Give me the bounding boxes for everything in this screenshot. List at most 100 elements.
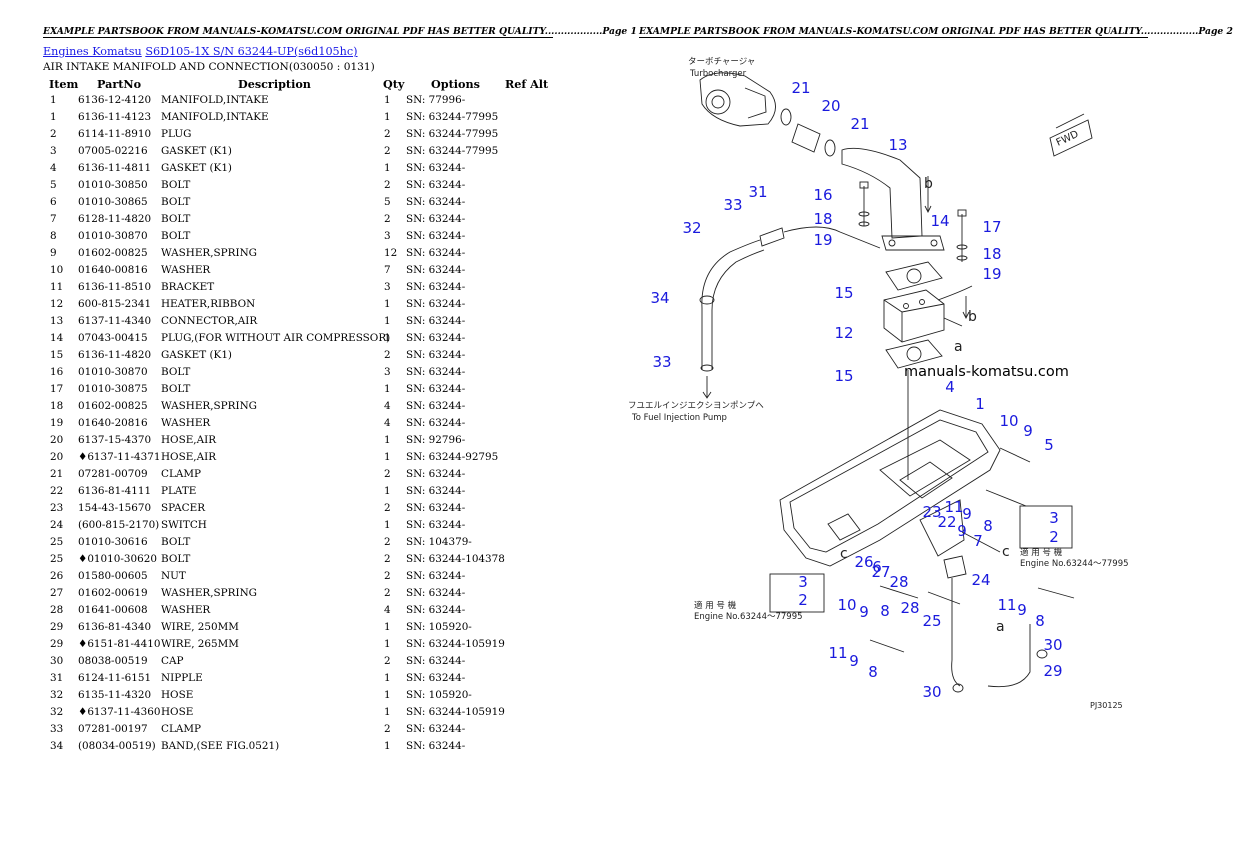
description-cell: BOLT	[161, 365, 191, 378]
partno-cell: 01602-00825	[78, 246, 148, 259]
callout-number: 33	[652, 353, 671, 371]
qty-cell: 1	[384, 484, 391, 497]
callout-number: 30	[922, 683, 941, 701]
qty-cell: 1	[384, 688, 391, 701]
description-cell: HOSE	[161, 705, 194, 718]
qty-cell: 1	[384, 450, 391, 463]
description-cell: PLUG,(FOR WITHOUT AIR COMPRESSOR)	[161, 331, 391, 344]
partno-cell: 01602-00825	[78, 399, 148, 412]
engine-range-label-jp: 適 用 号 機	[694, 600, 737, 611]
partno-cell: ♦01010-30620	[78, 552, 157, 565]
partno-cell: 01010-30875	[78, 382, 148, 395]
callout-number: 18	[982, 245, 1001, 263]
qty-cell: 1	[384, 161, 391, 174]
fwd-label: FWD	[1055, 129, 1081, 149]
callout-number: 6	[872, 558, 882, 576]
options-cell: SN: 63244-	[406, 416, 466, 429]
partno-cell: 01010-30870	[78, 365, 148, 378]
description-cell: SPACER	[161, 501, 206, 514]
partno-cell: 08038-00519	[78, 654, 148, 667]
item-cell: 30	[50, 654, 64, 667]
callout-number: 16	[813, 186, 832, 204]
diagram-line-art	[699, 72, 1093, 693]
qty-cell: 1	[384, 314, 391, 327]
exploded-parts-diagram: ターボチャージャ Turbocharger フユエルインジエクシヨンポンプへ T…	[628, 57, 1129, 710]
options-cell: SN: 63244-	[406, 314, 466, 327]
callout-number: 8	[868, 663, 878, 681]
ref-letter-b: b	[968, 309, 977, 325]
partno-cell: (600-815-2170)	[78, 518, 160, 531]
callout-number: 7	[973, 532, 983, 550]
ref-letter-c: c	[1002, 544, 1010, 560]
item-cell: 13	[50, 314, 64, 327]
item-cell: 23	[50, 501, 64, 514]
item-cell: 26	[50, 569, 64, 582]
options-cell: SN: 63244-	[406, 297, 466, 310]
page-header: EXAMPLE PARTSBOOK FROM MANUALS-KOMATSU.C…	[43, 26, 637, 38]
qty-cell: 1	[384, 739, 391, 752]
callout-number: 19	[813, 231, 832, 249]
item-cell: 33	[50, 722, 64, 735]
callout-number: 10	[837, 596, 856, 614]
description-cell: WASHER,SPRING	[161, 399, 257, 412]
options-cell: SN: 63244-	[406, 467, 466, 480]
options-cell: SN: 63244-104378	[406, 552, 505, 565]
options-cell: SN: 63244-105919	[406, 705, 505, 718]
partno-cell: 600-815-2341	[78, 297, 152, 310]
partno-cell: 6128-11-4820	[78, 212, 152, 225]
callout-number: 9	[849, 652, 859, 670]
qty-cell: 2	[384, 144, 391, 157]
options-cell: SN: 63244-	[406, 161, 466, 174]
qty-cell: 7	[384, 263, 391, 276]
qty-cell: 1	[384, 620, 391, 633]
callout-number: 34	[650, 289, 669, 307]
breadcrumb-link-model[interactable]: S6D105-1X S/N 63244-UP(s6d105hc)	[145, 45, 358, 58]
page-header: EXAMPLE PARTSBOOK FROM MANUALS-KOMATSU.C…	[639, 26, 1233, 38]
qty-cell: 2	[384, 501, 391, 514]
partno-cell: 6114-11-8910	[78, 127, 152, 140]
description-cell: CLAMP	[161, 467, 201, 480]
callout-number: 9	[859, 603, 869, 621]
item-cell: 25	[50, 552, 64, 565]
callout-number: 11	[944, 498, 963, 516]
column-header-partno: PartNo	[97, 77, 142, 91]
item-cell: 7	[50, 212, 57, 225]
options-cell: SN: 63244-	[406, 569, 466, 582]
breadcrumb-link-engines-komatsu[interactable]: Engines Komatsu	[43, 45, 142, 58]
description-cell: PLATE	[161, 484, 197, 497]
description-cell: GASKET (K1)	[161, 161, 232, 174]
item-cell: 32	[50, 688, 64, 701]
qty-cell: 1	[384, 518, 391, 531]
partno-cell: ♦6151-81-4410	[78, 637, 161, 650]
callout-number: 26	[854, 553, 873, 571]
item-cell: 17	[50, 382, 64, 395]
item-cell: 32	[50, 705, 64, 718]
options-cell: SN: 63244-	[406, 603, 466, 616]
ref-letter-b: b	[924, 176, 933, 192]
item-cell: 22	[50, 484, 64, 497]
qty-cell: 5	[384, 195, 391, 208]
item-cell: 6	[50, 195, 57, 208]
callout-number: 27	[871, 563, 890, 581]
callout-number: 28	[889, 573, 908, 591]
callout-number: 20	[821, 97, 840, 115]
breadcrumb: Engines Komatsu S6D105-1X S/N 63244-UP(s…	[43, 45, 358, 58]
callout-number: 25	[922, 612, 941, 630]
ref-letter-c: c	[840, 546, 848, 562]
callout-number: 23	[922, 503, 941, 521]
qty-cell: 1	[384, 331, 391, 344]
